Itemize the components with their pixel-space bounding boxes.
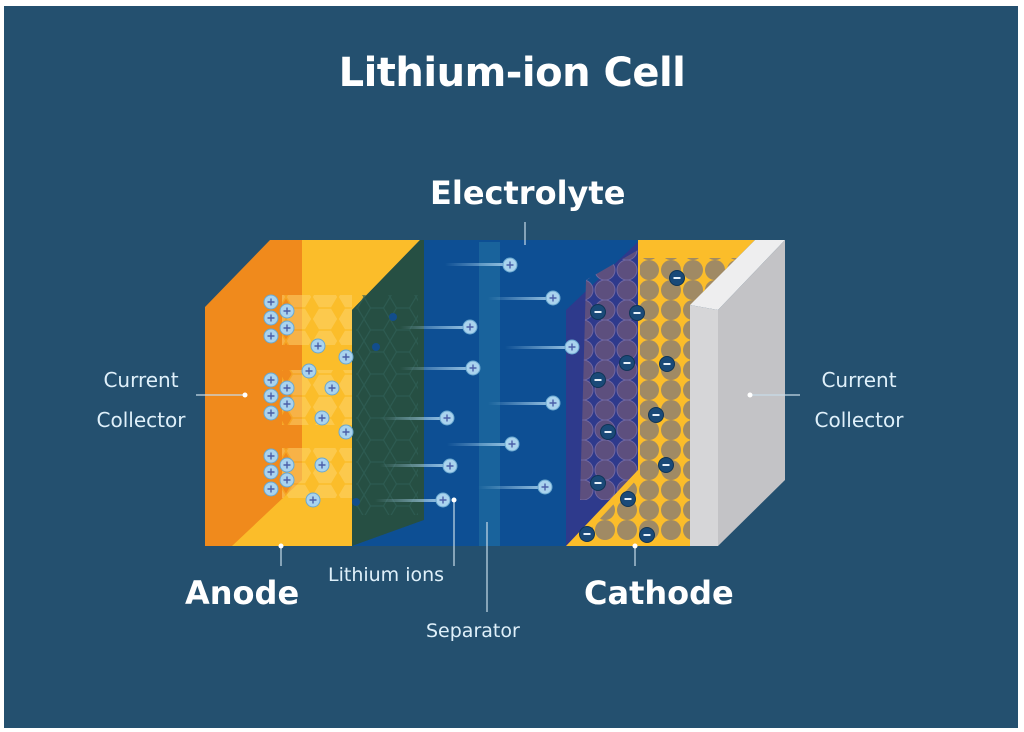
separator-label: Separator [426, 620, 520, 642]
anode-side-face [352, 240, 424, 546]
electrolyte-label: Electrolyte [430, 174, 626, 212]
anode-label: Anode [185, 574, 300, 612]
current-collector-left-label: Current Collector [96, 368, 186, 432]
diagram-title: Lithium-ion Cell [338, 50, 686, 96]
cathode-layer [566, 240, 755, 546]
separator-strip [479, 242, 500, 546]
lithium-ions-label: Lithium ions [328, 564, 445, 586]
leader-lines [196, 222, 800, 612]
cathode-label: Cathode [584, 574, 734, 612]
current-collector-right-label: Current Collector [814, 368, 904, 432]
electrolyte-lithium-ions [375, 257, 580, 508]
